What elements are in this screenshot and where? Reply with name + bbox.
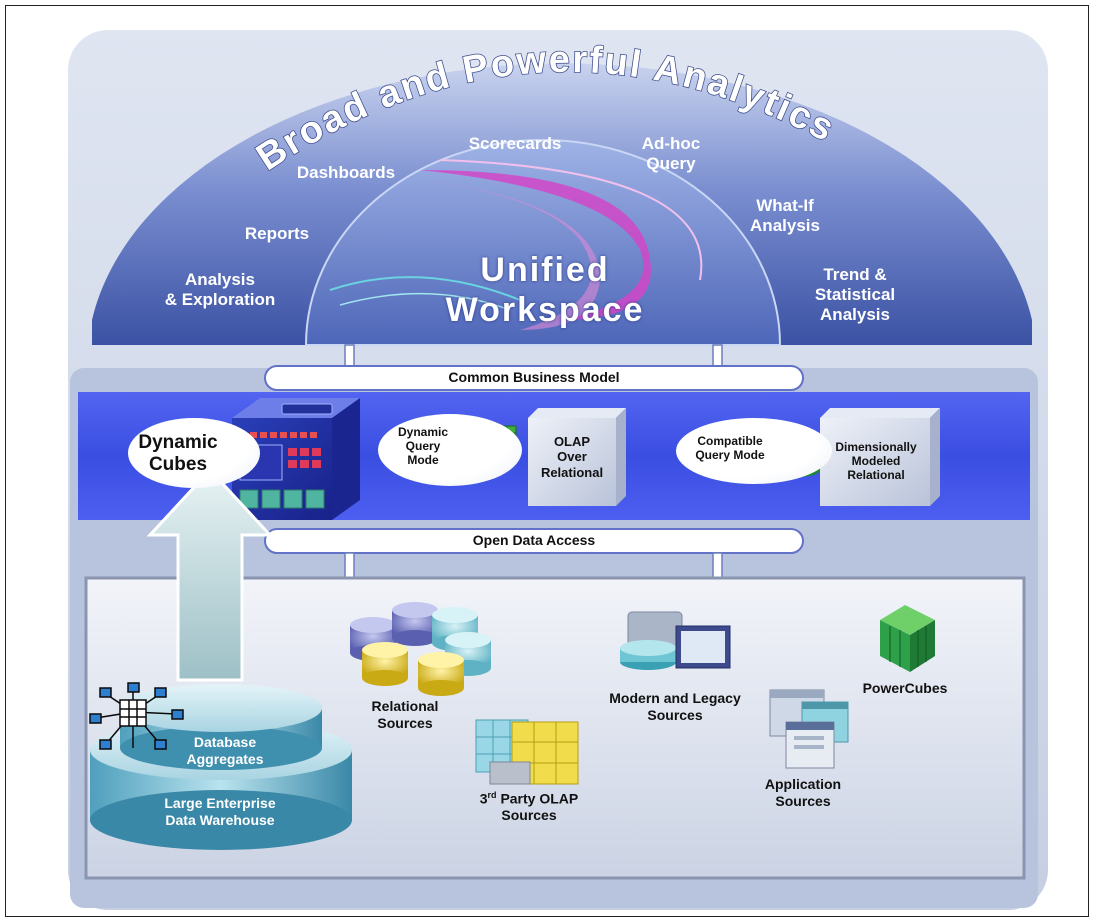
modern-legacy-label: Modern and Legacy Sources <box>609 690 741 723</box>
label-scorecards: Scorecards <box>468 134 562 153</box>
application-sources-icon <box>769 689 849 769</box>
powercubes-label: PowerCubes <box>862 680 948 696</box>
compatible-query-bubble <box>676 418 832 484</box>
compatible-query-mode-label: Compatible Query Mode <box>695 434 765 463</box>
third-party-prefix: 3 <box>479 790 488 807</box>
open-data-access-bar <box>264 528 804 554</box>
olap-over-relational-cube <box>528 408 626 506</box>
label-analysis-exploration: Analysis & Exploration <box>164 270 276 310</box>
workspace-label: Unified Workspace <box>400 250 690 330</box>
label-dashboards: Dashboards <box>296 163 396 182</box>
third-party-olap-icon <box>475 719 579 785</box>
relational-sources-label: Relational Sources <box>371 698 439 731</box>
database-aggregates-label: Database Aggregates <box>186 734 264 767</box>
network-icon <box>89 682 184 750</box>
open-data-access-label: Open Data Access <box>472 532 596 548</box>
modern-legacy-sources-icon <box>620 611 731 670</box>
up-arrow <box>146 467 274 682</box>
relational-sources-icon <box>350 602 491 696</box>
third-party-superscript: rd <box>487 790 497 800</box>
label-what-if-analysis: What-If Analysis <box>750 196 820 236</box>
workspace-line-1: Unified <box>480 251 610 289</box>
dynamic-query-mode-label: Dynamic Query Mode <box>397 425 449 468</box>
common-business-model-label: Common Business Model <box>448 369 620 385</box>
dimensionally-modeled-cube <box>820 408 940 506</box>
third-party-rest: Party OLAP Sources <box>500 790 579 824</box>
diagram-frame <box>5 5 1089 917</box>
dynamic-cubes-bubble <box>128 418 260 488</box>
label-adhoc-query: Ad-hoc Query <box>641 134 701 174</box>
olap-over-relational-label: OLAP Over Relational <box>540 434 604 480</box>
third-party-olap-label: 3rd Party OLAP Sources <box>454 790 604 824</box>
label-trend-statistical: Trend & Statistical Analysis <box>814 265 896 325</box>
workspace-line-2: Workspace <box>445 291 645 330</box>
dynamic-query-bubble <box>378 414 522 486</box>
data-warehouse-label: Large Enterprise Data Warehouse <box>164 795 276 828</box>
dynamic-cubes-label: Dynamic Cubes <box>138 432 218 476</box>
dimensionally-modeled-label: Dimensionally Modeled Relational <box>835 440 917 483</box>
label-reports: Reports <box>244 224 310 243</box>
swoosh-graphic <box>329 159 703 330</box>
application-sources-label: Application Sources <box>764 776 842 809</box>
data-warehouse-icon <box>90 684 352 850</box>
common-business-model-bar <box>264 365 804 391</box>
powercubes-icon <box>880 605 935 672</box>
